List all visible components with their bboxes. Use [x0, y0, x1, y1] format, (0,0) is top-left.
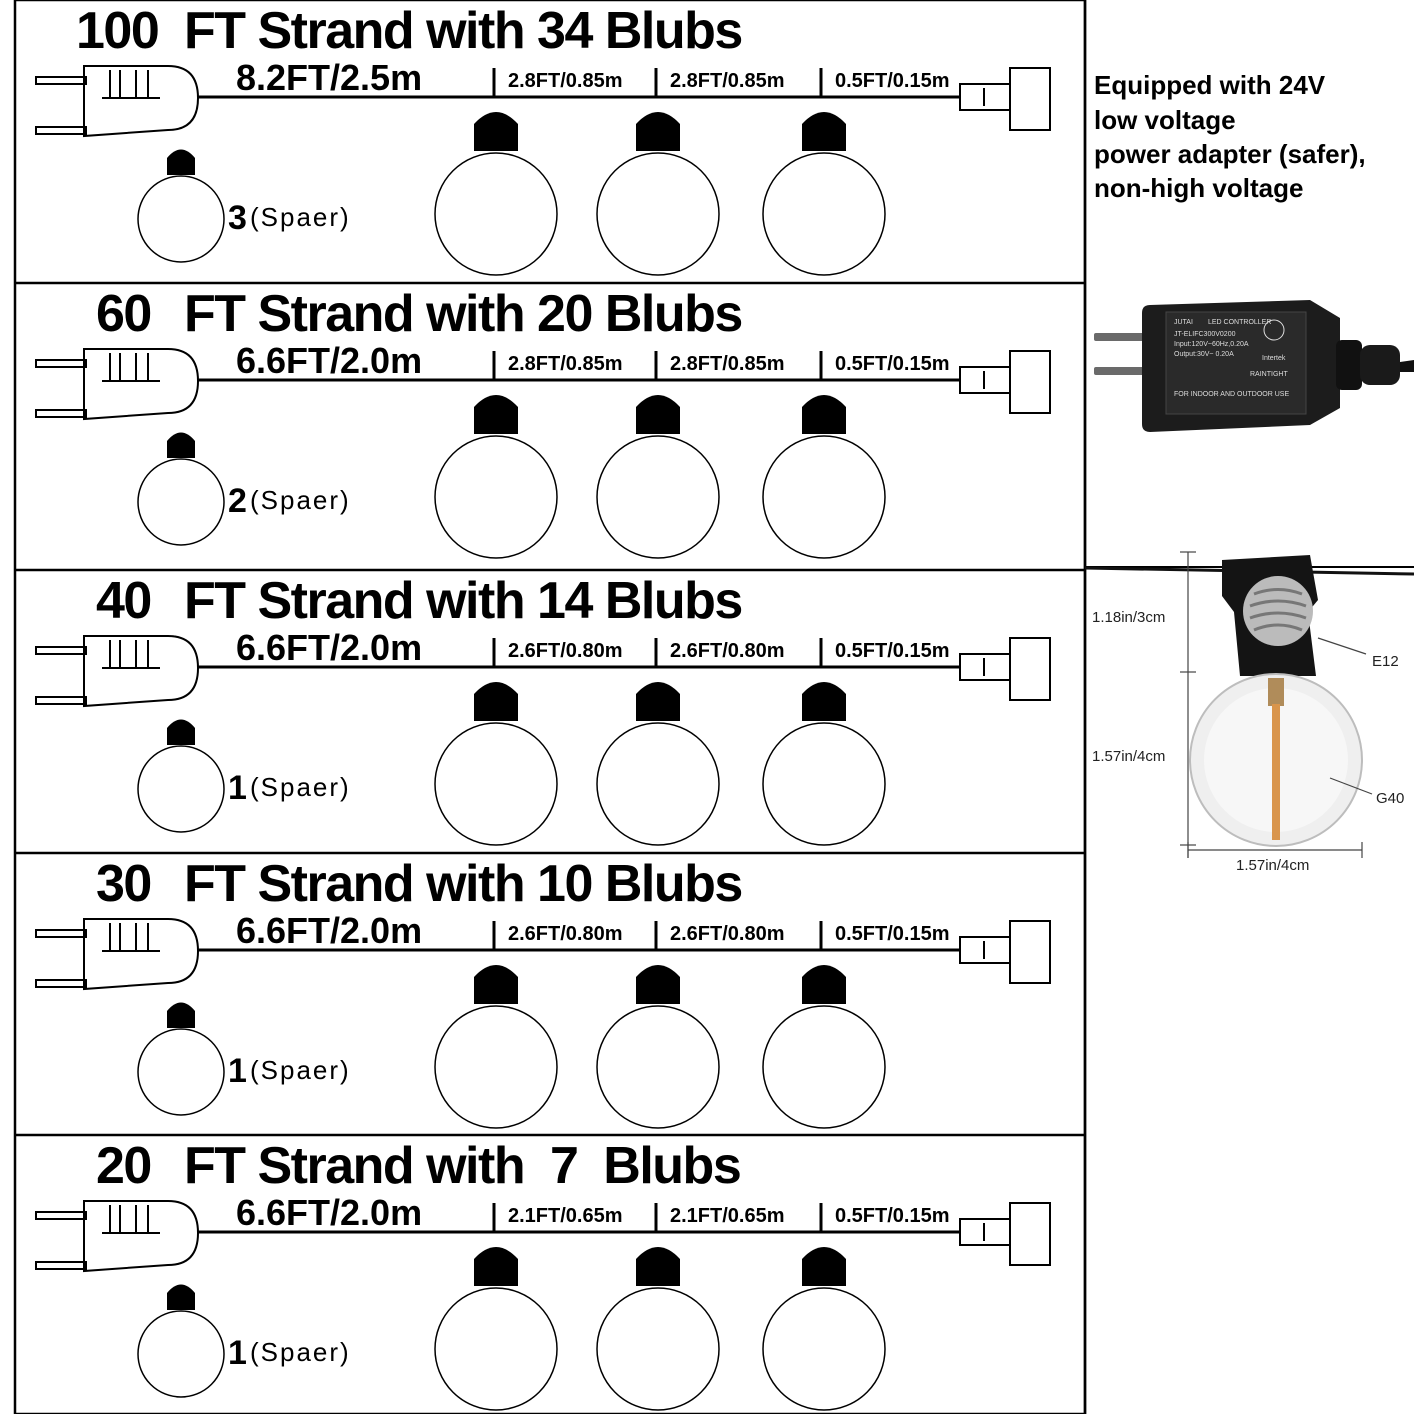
segment-length: 0.5FT/0.15m — [835, 1205, 950, 1227]
segment-length: 2.8FT/0.85m — [508, 70, 623, 92]
base-type-label: E12 — [1372, 653, 1399, 670]
bulb-icon — [434, 965, 558, 1129]
adapter-output: Output:30V~ 0.20A — [1174, 351, 1234, 358]
plug-icon — [35, 1200, 200, 1273]
first-segment-length: 6.6FT/2.0m — [236, 1192, 422, 1233]
plug-icon — [35, 918, 200, 991]
spare-label: (Spaer) — [250, 202, 351, 232]
bulb-icon — [434, 395, 558, 559]
bulb-icon — [762, 112, 886, 276]
spare-label: (Spaer) — [250, 1337, 351, 1367]
segment-length: 2.6FT/0.80m — [508, 640, 623, 662]
segment-length: 2.8FT/0.85m — [508, 353, 623, 375]
spare-bulb-icon — [137, 432, 225, 546]
spare-bulb-icon — [137, 1002, 225, 1116]
adapter-use: FOR INDOOR AND OUTDOOR USE — [1174, 391, 1289, 398]
strand-length-number: 40 — [96, 572, 151, 630]
adapter-input: Input:120V~60Hz,0.20A — [1174, 341, 1249, 348]
plug-icon — [35, 348, 200, 421]
segment-length: 2.6FT/0.80m — [670, 640, 785, 662]
end-connector-icon — [959, 637, 1051, 701]
strand-title: FT Strand with 14 Blubs — [184, 572, 742, 630]
bulb-type-label: G40 — [1376, 790, 1404, 807]
segment-length: 0.5FT/0.15m — [835, 923, 950, 945]
first-segment-length: 6.6FT/2.0m — [236, 627, 422, 668]
bulb-icon — [762, 965, 886, 1129]
strand-length-number: 60 — [96, 285, 151, 343]
segment-length: 2.8FT/0.85m — [670, 353, 785, 375]
bulb-icon — [762, 682, 886, 846]
segment-length: 0.5FT/0.15m — [835, 70, 950, 92]
bulb-icon — [596, 965, 720, 1129]
bulb-icon — [596, 682, 720, 846]
bulb-icon — [434, 1247, 558, 1411]
bulb-icon — [596, 112, 720, 276]
spare-bulb-icon — [137, 149, 225, 263]
segment-length: 2.6FT/0.80m — [508, 923, 623, 945]
socket-height-label: 1.18in/3cm — [1092, 609, 1165, 626]
bulb-icon — [762, 395, 886, 559]
adapter-note-line-2: low voltage — [1094, 105, 1236, 135]
spare-bulb-icon — [137, 1284, 225, 1398]
plug-icon — [35, 65, 200, 138]
bulb-height-label: 1.57in/4cm — [1092, 748, 1165, 765]
end-connector-icon — [959, 350, 1051, 414]
spare-count: 3 — [228, 199, 247, 237]
first-segment-length: 6.6FT/2.0m — [236, 340, 422, 381]
spare-count: 1 — [228, 1052, 247, 1090]
bulb-icon — [762, 1247, 886, 1411]
bulb-detail-image: 1.18in/3cm 1.57in/4cm 1.57in/4cm E12 G40 — [1084, 551, 1414, 874]
spare-label: (Spaer) — [250, 772, 351, 802]
adapter-raintight: RAINTIGHT — [1250, 371, 1288, 378]
adapter-note-line-4: non-high voltage — [1094, 173, 1303, 203]
segment-length: 0.5FT/0.15m — [835, 640, 950, 662]
etl-mark-icon — [1263, 319, 1285, 341]
strand-title: FT Strand with 7 Blubs — [184, 1137, 740, 1195]
end-connector-icon — [959, 1202, 1051, 1266]
segment-length: 2.1FT/0.65m — [670, 1205, 785, 1227]
segment-length: 2.1FT/0.65m — [508, 1205, 623, 1227]
adapter-note: Equipped with 24V low voltage power adap… — [1094, 70, 1366, 203]
strand-title: FT Strand with 34 Blubs — [184, 2, 742, 60]
spare-label: (Spaer) — [250, 1055, 351, 1085]
adapter-note-line-3: power adapter (safer), — [1094, 139, 1366, 169]
first-segment-length: 8.2FT/2.5m — [236, 57, 422, 98]
bulb-icon — [434, 112, 558, 276]
segment-length: 0.5FT/0.15m — [835, 353, 950, 375]
adapter-brand: JUTAI — [1174, 319, 1193, 326]
strand-length-number: 30 — [96, 855, 151, 913]
bulb-icon — [596, 1247, 720, 1411]
spare-label: (Spaer) — [250, 485, 351, 515]
segment-length: 2.8FT/0.85m — [670, 70, 785, 92]
strand-length-number: 20 — [96, 1137, 151, 1195]
strand-title: FT Strand with 20 Blubs — [184, 285, 742, 343]
bulb-icon — [596, 395, 720, 559]
adapter-controller: LED CONTROLLER — [1208, 319, 1271, 326]
spare-bulb-icon — [137, 719, 225, 833]
adapter-note-line-1: Equipped with 24V — [1094, 70, 1326, 100]
bulb-width-label: 1.57in/4cm — [1236, 857, 1309, 874]
segment-length: 2.6FT/0.80m — [670, 923, 785, 945]
spare-count: 1 — [228, 769, 247, 807]
spare-count: 1 — [228, 1334, 247, 1372]
first-segment-length: 6.6FT/2.0m — [236, 910, 422, 951]
strand-title: FT Strand with 10 Blubs — [184, 855, 742, 913]
adapter-certification: Intertek — [1262, 355, 1286, 362]
spare-count: 2 — [228, 482, 247, 520]
end-connector-icon — [959, 920, 1051, 984]
adapter-model: JT-ELIFC300V0200 — [1174, 331, 1236, 338]
plug-icon — [35, 635, 200, 708]
power-adapter-image: JUTAI LED CONTROLLER JT-ELIFC300V0200 In… — [1094, 300, 1414, 432]
strand-length-number: 100 — [76, 2, 158, 60]
bulb-icon — [434, 682, 558, 846]
end-connector-icon — [959, 67, 1051, 131]
